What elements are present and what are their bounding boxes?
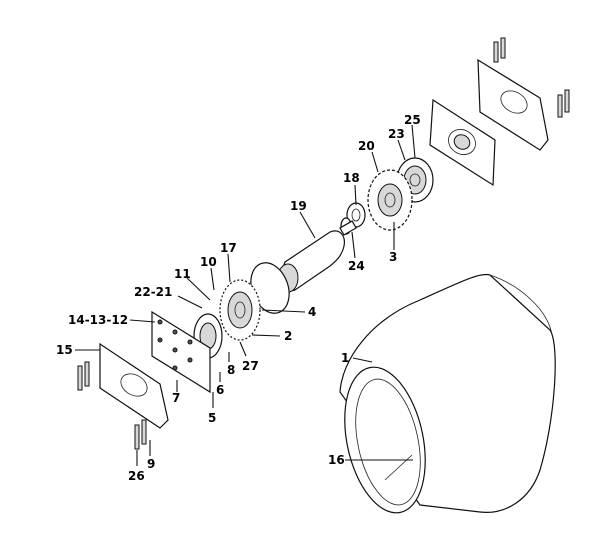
label-26: 26 [128,469,145,483]
label-19: 19 [290,199,307,213]
flange-2 [219,279,261,341]
label-9: 9 [147,457,155,471]
plate-left-bolted [151,310,211,394]
left-bracket [77,342,169,450]
label-16: 16 [328,453,345,467]
label-23: 23 [388,127,405,141]
label-2: 2 [284,329,292,343]
part-labels: 1 2 3 4 5 6 7 8 9 10 11 14-13-12 15 16 1… [56,113,421,483]
label-15: 15 [56,343,73,357]
label-1: 1 [341,351,349,365]
label-7: 7 [172,391,180,405]
label-14-13-12: 14-13-12 [68,313,128,327]
label-8: 8 [227,363,235,377]
shaft-19 [277,220,357,293]
label-4: 4 [308,305,316,319]
label-20: 20 [358,139,375,153]
label-24: 24 [348,259,365,273]
leader-lines [75,124,416,466]
label-17: 17 [220,241,237,255]
label-6: 6 [216,383,224,397]
label-27: 27 [242,359,259,373]
label-3: 3 [389,250,397,264]
label-18: 18 [343,171,360,185]
label-5: 5 [208,411,216,425]
right-bracket [477,37,570,151]
sprocket-20 [367,169,413,231]
right-plate [429,98,496,187]
drum-shell [339,273,556,514]
label-10: 10 [200,255,217,269]
label-22-21: 22-21 [134,285,172,299]
label-11: 11 [174,267,191,281]
label-25: 25 [404,113,421,127]
